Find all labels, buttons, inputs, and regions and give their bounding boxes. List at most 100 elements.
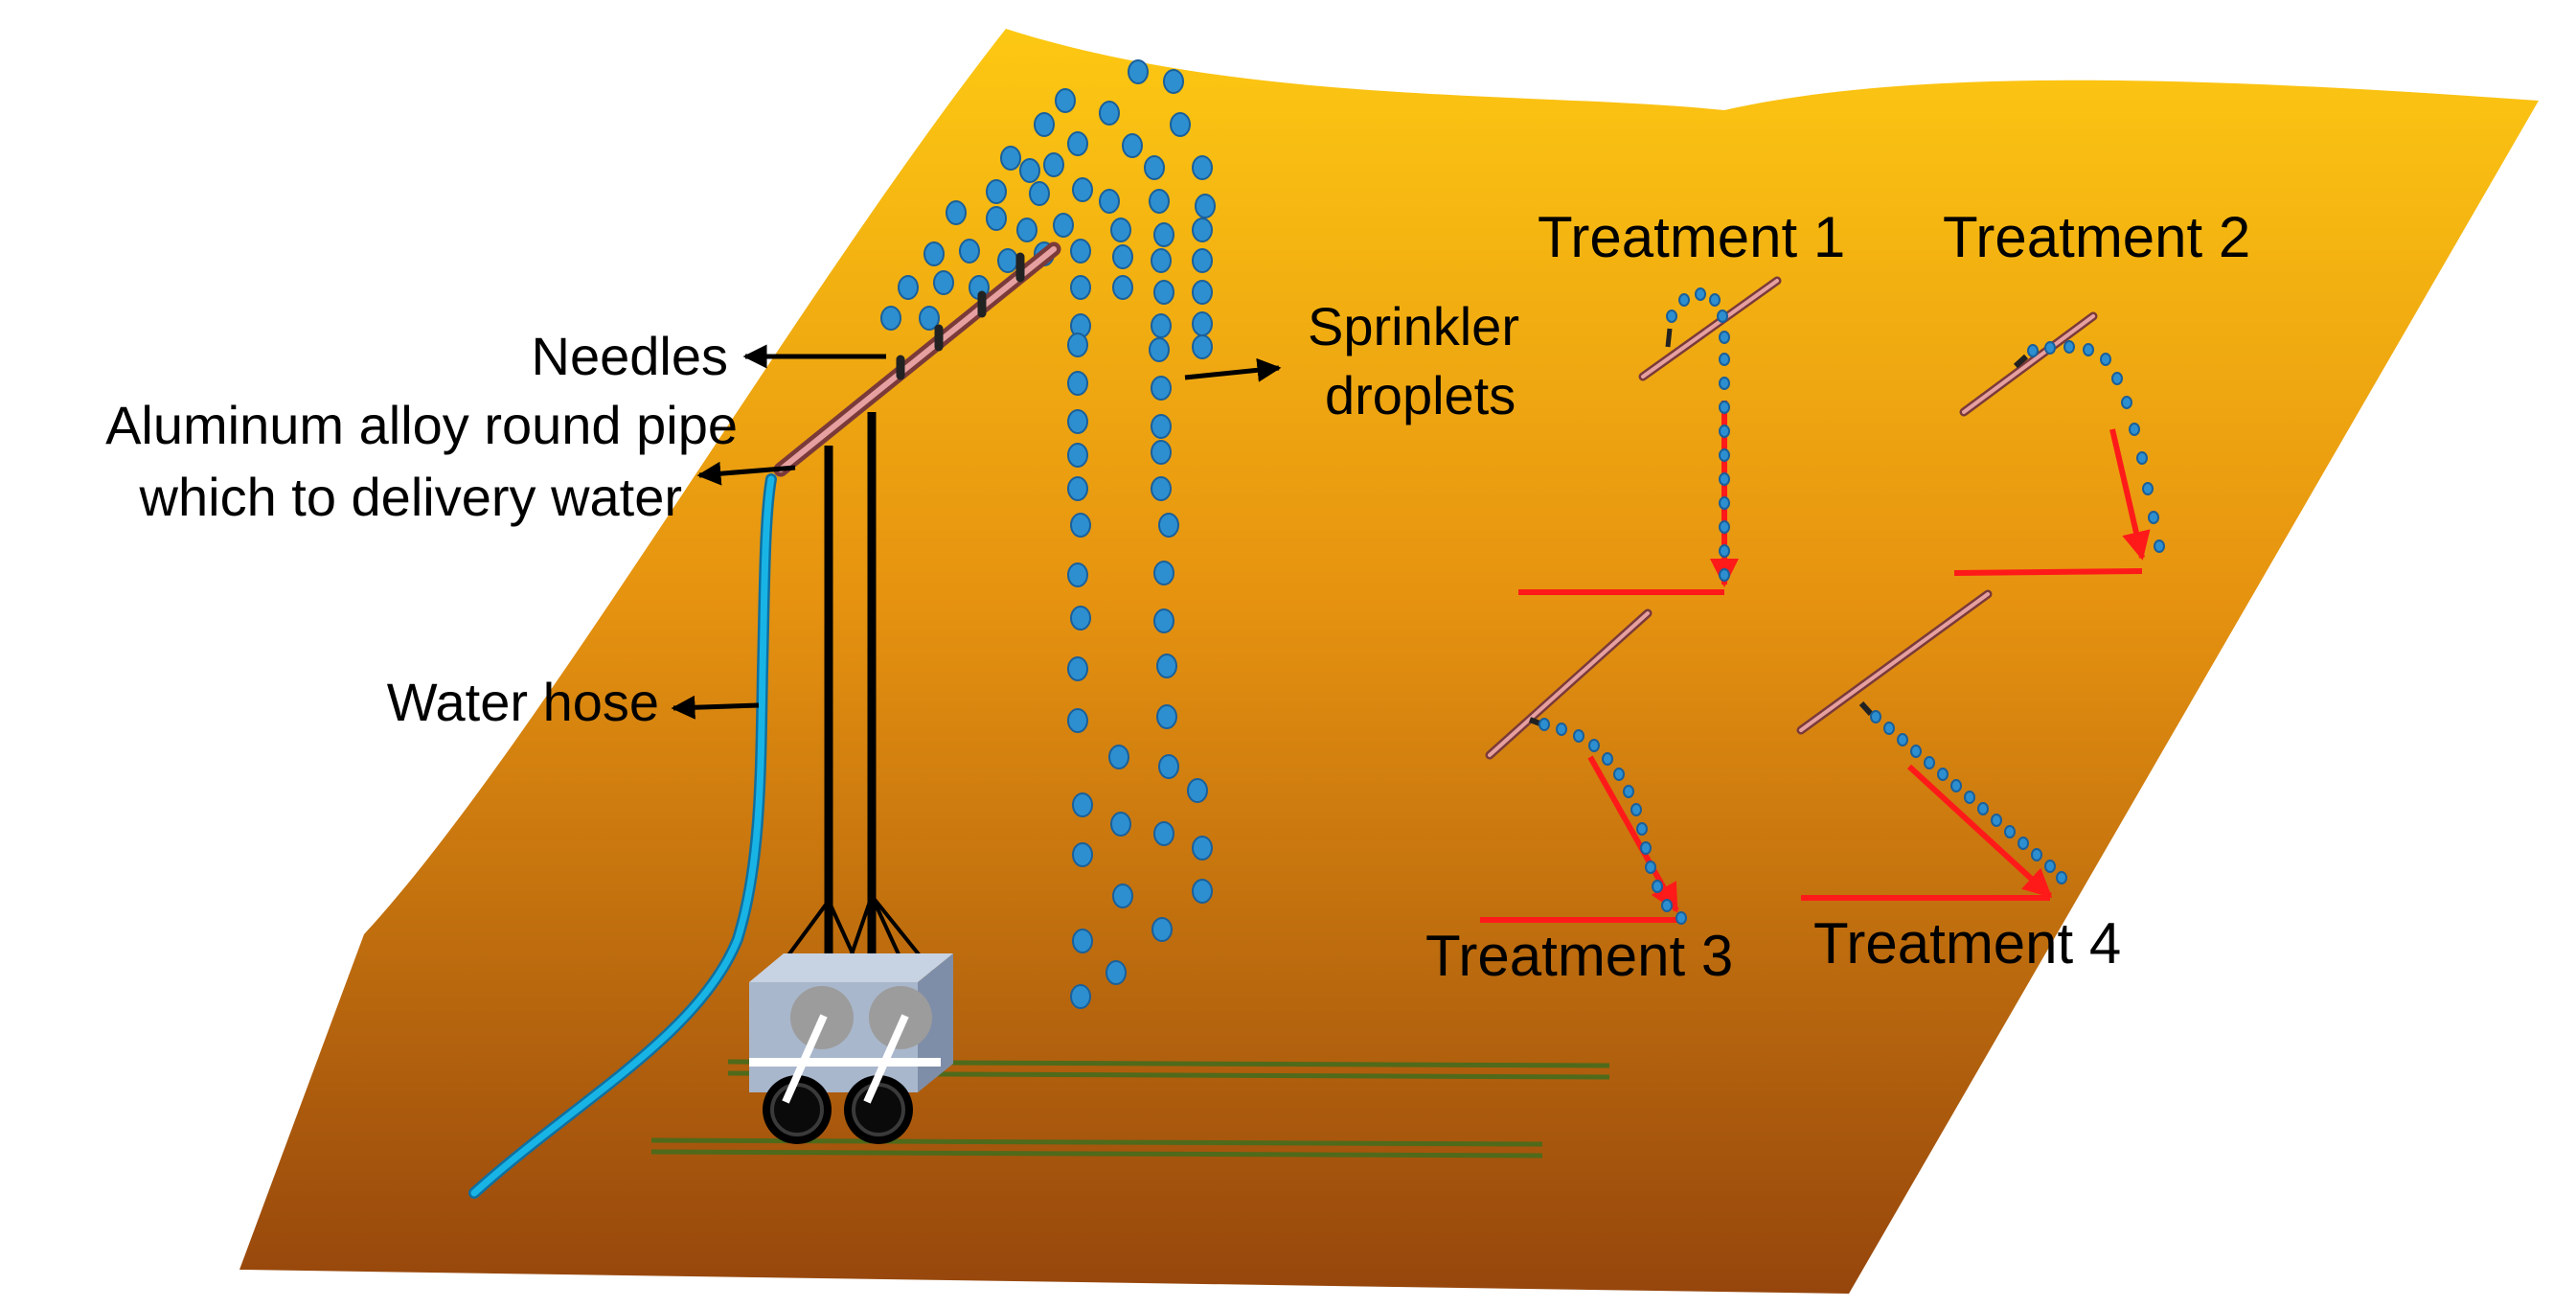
- droplet: [1950, 779, 1962, 792]
- droplet: [986, 206, 1007, 231]
- droplet: [2121, 396, 2132, 409]
- droplet: [1070, 239, 1091, 264]
- droplet: [1067, 656, 1088, 681]
- droplet: [1613, 768, 1625, 781]
- droplet: [2063, 340, 2075, 354]
- droplet: [1910, 745, 1922, 758]
- droplet: [1072, 842, 1093, 867]
- droplet: [1053, 213, 1074, 238]
- treatment-1-illustration: [1518, 276, 1782, 595]
- droplet: [1630, 803, 1642, 816]
- droplet: [1709, 293, 1721, 307]
- droplet: [2031, 848, 2042, 861]
- droplet: [1719, 401, 1730, 414]
- droplet: [1067, 443, 1088, 468]
- droplet: [1067, 708, 1088, 733]
- treatment-4-label: Treatment 4: [1813, 911, 2121, 975]
- droplet: [2142, 482, 2154, 495]
- droplet: [1070, 275, 1091, 300]
- droplet: [933, 270, 954, 295]
- droplet: [1719, 425, 1730, 438]
- droplet: [923, 241, 945, 266]
- droplet: [1719, 520, 1730, 534]
- droplet: [1067, 333, 1088, 357]
- droplet: [1149, 189, 1170, 214]
- droplet: [997, 248, 1018, 273]
- droplet: [1883, 722, 1895, 735]
- droplet: [919, 306, 940, 331]
- droplet: [1067, 409, 1088, 434]
- droplet: [1192, 280, 1213, 305]
- droplet: [1719, 331, 1730, 344]
- droplet: [1016, 218, 1037, 242]
- droplet: [1937, 768, 1949, 781]
- droplet: [1153, 280, 1174, 305]
- droplet: [1128, 59, 1149, 84]
- droplet: [1719, 496, 1730, 510]
- droplet: [1924, 756, 1935, 769]
- droplet: [1187, 778, 1208, 803]
- droplet: [1099, 101, 1120, 126]
- droplet: [1156, 654, 1177, 678]
- water-hose-label: Water hose: [387, 672, 659, 732]
- treatment-3-label: Treatment 3: [1425, 924, 1733, 988]
- droplet: [1192, 248, 1213, 273]
- droplet: [2083, 343, 2094, 356]
- aluminum-pipe: [773, 241, 1061, 477]
- treatment-2-label: Treatment 2: [1943, 205, 2250, 269]
- droplet: [2111, 372, 2123, 385]
- droplet: [1158, 754, 1179, 779]
- pipe-label-line1: Aluminum alloy round pipe: [105, 395, 738, 455]
- sprinkler-label-line2: droplets: [1325, 365, 1516, 425]
- droplet: [1870, 710, 1881, 723]
- droplet: [2056, 871, 2067, 884]
- droplet: [1719, 353, 1730, 366]
- droplet: [1623, 785, 1634, 798]
- droplet: [1170, 112, 1191, 137]
- droplet: [1192, 836, 1213, 861]
- droplet: [1195, 194, 1216, 218]
- droplet: [1573, 729, 1584, 743]
- droplet: [1072, 792, 1093, 817]
- droplet: [1192, 334, 1213, 359]
- droplet: [1717, 310, 1728, 323]
- droplet: [1067, 371, 1088, 396]
- droplet: [1556, 723, 1567, 736]
- droplet: [1676, 911, 1687, 925]
- droplet: [1897, 733, 1908, 746]
- droplet: [1067, 476, 1088, 501]
- droplet: [1719, 377, 1730, 390]
- droplet: [898, 275, 919, 300]
- droplet: [1192, 218, 1213, 242]
- droplet: [1588, 739, 1600, 752]
- droplet: [1029, 181, 1050, 206]
- droplet: [1072, 177, 1093, 202]
- sprinkler-label-line1: Sprinkler: [1308, 296, 1519, 356]
- droplet: [1151, 440, 1172, 465]
- droplet: [2154, 539, 2165, 553]
- droplet: [1652, 880, 1663, 893]
- droplet: [1112, 883, 1133, 908]
- droplet: [1144, 155, 1165, 180]
- droplet: [1719, 448, 1730, 462]
- droplet: [1153, 821, 1174, 846]
- droplet: [1539, 718, 1550, 731]
- droplet: [1636, 822, 1648, 836]
- droplet: [1602, 752, 1613, 766]
- droplet: [1034, 112, 1055, 137]
- needles: [896, 252, 1025, 380]
- droplet: [1678, 293, 1690, 307]
- droplet: [1055, 88, 1076, 113]
- droplet: [1964, 791, 1975, 804]
- treatment-1-label: Treatment 1: [1538, 205, 1845, 269]
- droplet: [1151, 917, 1173, 942]
- droplet: [1000, 146, 1021, 171]
- droplet: [2044, 341, 2056, 355]
- droplet: [986, 179, 1007, 204]
- droplet: [1153, 561, 1174, 585]
- droplet: [2136, 451, 2148, 465]
- support-poles: [824, 412, 877, 987]
- droplet: [1108, 745, 1129, 769]
- droplet: [1070, 606, 1091, 631]
